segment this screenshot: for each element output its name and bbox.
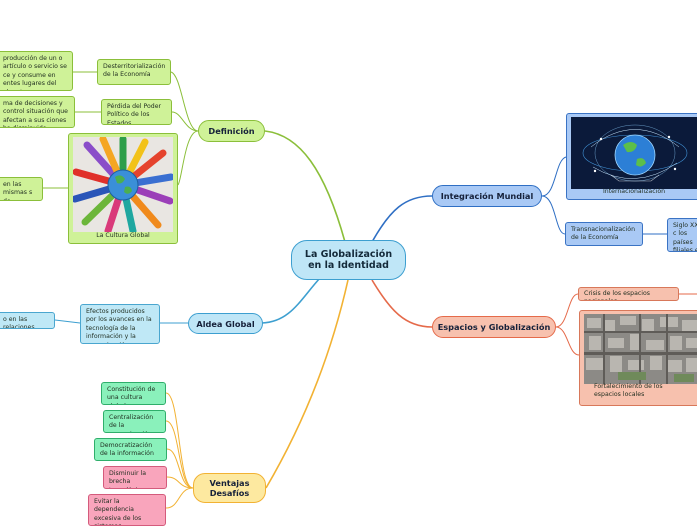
node-siglo-xx[interactable]: Siglo XX, c los países filiales en: [667, 218, 697, 252]
node-crisis-espacios-label: Crisis de los espacios nacionales: [584, 290, 650, 300]
central-topic[interactable]: La Globalización en la Identidad: [291, 240, 406, 280]
fortalecimiento-caption: Fortalecimiento de los espacios locales: [594, 383, 663, 398]
node-leaf-consumo-label: en las mismas s de consumo.: [3, 181, 33, 200]
city-aerial-image: [584, 314, 697, 384]
node-leaf-decisiones-label: ma de decisiones y control situación que…: [3, 100, 68, 127]
central-topic-line2: en la Identidad: [308, 260, 389, 271]
node-fortalecimiento[interactable]: Fortalecimiento de los espacios locales: [579, 310, 697, 406]
node-perdida-poder-label: Pérdida del Poder Político de los Estado…: [107, 103, 162, 125]
node-crisis-espacios[interactable]: Crisis de los espacios nacionales: [578, 287, 679, 301]
branch-ventajas-line1: Ventajas: [209, 478, 250, 488]
node-desafio-1[interactable]: Disminuir la brecha tecnológica: [103, 466, 167, 489]
node-ventaja-2[interactable]: Centralización de la comunicación: [103, 410, 166, 433]
globe-network-image: [571, 117, 697, 189]
node-siglo-xx-label: Siglo XX, c los países filiales en: [673, 222, 697, 252]
node-perdida-poder[interactable]: Pérdida del Poder Político de los Estado…: [101, 99, 172, 125]
branch-aldea-global[interactable]: Aldea Global: [188, 313, 263, 334]
node-efectos-tecnologia[interactable]: Efectos producidos por los avances en la…: [80, 304, 160, 344]
branch-integracion-label: Integración Mundial: [440, 191, 534, 201]
node-leaf-produccion-label: producción de un o artículo o servicio s…: [3, 55, 67, 90]
node-desafio-2[interactable]: Evitar la dependencia excesiva de los si…: [88, 494, 166, 526]
node-relaciones-label: o en las relaciones: [3, 316, 35, 329]
hands-globe-image: [73, 137, 173, 232]
node-leaf-consumo[interactable]: en las mismas s de consumo.: [0, 177, 43, 201]
cultura-global-caption: La Cultura Global: [96, 232, 150, 239]
node-ventaja-2-label: Centralización de la comunicación: [109, 414, 154, 432]
node-desterritorializacion[interactable]: Desterritorialización de la Economía: [97, 59, 171, 85]
node-desafio-1-label: Disminuir la brecha tecnológica: [109, 470, 147, 488]
node-ventaja-3[interactable]: Democratización de la información: [94, 438, 167, 461]
node-ventaja-1[interactable]: Constitución de una cultura global.: [101, 382, 166, 405]
branch-definicion[interactable]: Definición: [198, 120, 265, 142]
node-desterritorializacion-label: Desterritorialización de la Economía: [103, 63, 166, 79]
branch-ventajas-line2: Desafíos: [209, 488, 250, 498]
branch-integracion-mundial[interactable]: Integración Mundial: [432, 185, 542, 207]
internacionalizacion-caption: Internacionalización: [602, 188, 666, 195]
node-relaciones[interactable]: o en las relaciones: [0, 312, 55, 329]
node-ventaja-1-label: Constitución de una cultura global.: [107, 386, 156, 404]
branch-ventajas-desafios[interactable]: Ventajas Desafíos: [193, 473, 266, 503]
node-cultura-global[interactable]: La Cultura Global: [68, 133, 178, 244]
branch-espacios-globalizacion[interactable]: Espacios y Globalización: [432, 316, 556, 338]
node-ventaja-3-label: Democratización de la información: [100, 442, 154, 458]
node-leaf-produccion[interactable]: producción de un o artículo o servicio s…: [0, 51, 73, 91]
node-transnacionalizacion[interactable]: Transnacionalización de la Economía: [565, 222, 643, 246]
branch-definicion-label: Definición: [208, 126, 255, 136]
central-topic-line1: La Globalización: [304, 248, 393, 260]
node-desafio-2-label: Evitar la dependencia excesiva de los si…: [94, 498, 142, 525]
node-efectos-tecnologia-label: Efectos producidos por los avances en la…: [86, 308, 152, 343]
node-transnacionalizacion-label: Transnacionalización de la Economía: [571, 226, 635, 242]
branch-espacios-label: Espacios y Globalización: [437, 322, 551, 332]
node-leaf-decisiones[interactable]: ma de decisiones y control situación que…: [0, 96, 75, 128]
branch-aldea-global-label: Aldea Global: [196, 318, 255, 329]
node-internacionalizacion[interactable]: Internacionalización: [566, 113, 697, 200]
